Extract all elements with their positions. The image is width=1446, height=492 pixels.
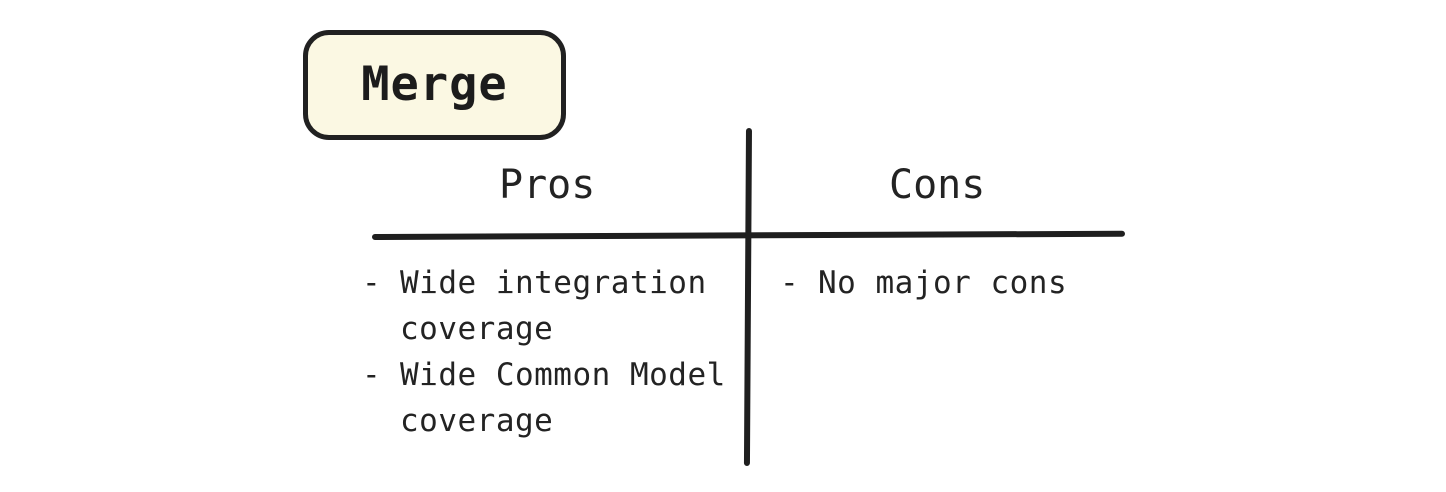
pros-column: - Wide integration coverage - Wide Commo… <box>362 260 732 444</box>
merge-badge-label: Merge <box>361 56 508 112</box>
column-header-pros: Pros <box>499 162 596 208</box>
list-item-label: Wide integration coverage <box>400 265 707 347</box>
column-header-cons: Cons <box>889 162 986 208</box>
bullet-marker: - <box>362 265 382 301</box>
column-divider-vertical <box>743 127 752 467</box>
bullet-marker: - <box>362 357 382 393</box>
cons-column: - No major cons <box>780 260 1120 306</box>
list-item: - Wide integration coverage <box>362 260 732 352</box>
list-item-label: Wide Common Model coverage <box>400 357 726 439</box>
list-item: - No major cons <box>780 260 1120 306</box>
list-item: - Wide Common Model coverage <box>362 352 732 444</box>
bullet-marker: - <box>780 265 800 301</box>
list-item-label: No major cons <box>818 265 1068 301</box>
merge-badge: Merge <box>303 30 566 140</box>
